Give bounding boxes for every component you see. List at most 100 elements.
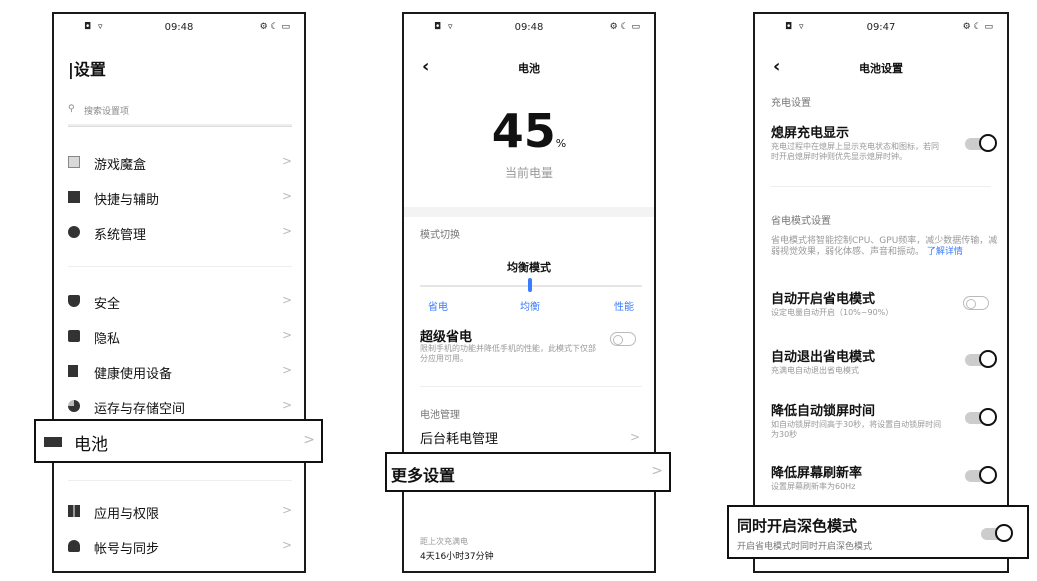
super-save-toggle[interactable] [610,332,636,346]
search-icon: ⚲ [68,104,75,114]
battery-mgmt-section-label: 电池管理 [420,410,460,421]
chevron-right-icon: > [281,293,292,307]
super-save-desc: 限制手机的功能并降低手机的性能，此模式下仅部分应用可用。 [420,344,596,363]
chevron-right-icon: > [281,398,292,412]
game-box-icon [68,156,80,168]
shield-icon [68,295,80,307]
status-left-icons: ◘ ▿ [785,22,806,32]
status-left-icons: ◘ ▿ [84,22,105,32]
settings-item-system[interactable]: 系统管理 > [68,222,292,244]
refresh-rate-toggle[interactable] [965,466,997,484]
auto-on-desc: 设定电量自动开启（10%~90%） [771,308,894,317]
page-title: 电池 [518,62,540,75]
toggle-knob [979,408,997,426]
save-mode-desc-text: 省电模式将智能控制CPU、GPU频率，减少数据传输，减弱视觉效果，弱化体感、声音… [771,236,998,257]
save-mode-section-label: 省电模式设置 [771,216,831,227]
toggle-knob [995,524,1013,542]
lock-time-desc: 如自动锁屏时间高于30秒，将设置自动锁屏时间为30秒 [771,420,942,439]
mode-option-balanced[interactable]: 均衡 [520,302,540,313]
auto-on-toggle[interactable] [963,296,989,310]
phone-icon [68,365,78,377]
divider [420,386,642,387]
user-icon [68,540,80,552]
background-power-item[interactable]: 后台耗电管理 [420,432,499,447]
since-full-label: 距上次充满电 [420,537,468,546]
page-title: 电池设置 [859,62,903,75]
settings-item-security[interactable]: 安全 > [68,291,292,313]
settings-item-apps[interactable]: 应用与权限 > [68,501,292,523]
save-mode-desc: 省电模式将智能控制CPU、GPU频率，减少数据传输，减弱视觉效果，弱化体感、声音… [771,236,999,258]
status-time: 09:48 [514,22,544,33]
cut-off-item [68,126,292,132]
status-bar: ◘ ▿ 09:48 ⚙ ☾ ▭ [54,14,304,40]
chevron-right-icon: > [281,538,292,552]
settings-item-privacy[interactable]: 隐私 > [68,326,292,348]
settings-item-label: 运存与存储空间 [94,402,186,417]
settings-item-storage[interactable]: 运存与存储空间 > [68,396,292,418]
lock-icon [68,330,80,342]
status-bar: ◘ ▿ 09:48 ⚙ ☾ ▭ [404,14,654,40]
settings-item-battery-highlighted[interactable]: 电池 > [34,419,323,463]
divider [68,266,292,267]
mode-slider-thumb[interactable] [528,278,532,292]
settings-item-label: 游戏魔盒 [94,158,147,173]
section-divider [404,207,654,217]
toggle-knob [979,350,997,368]
status-right-icons: ⚙ ☾ ▭ [609,22,640,32]
back-arrow-icon[interactable]: ‹ [422,56,430,77]
settings-item-health[interactable]: 健康使用设备 > [68,361,292,383]
settings-item-label: 电池 [74,435,108,455]
settings-item-label: 隐私 [94,332,121,347]
lock-time-toggle[interactable] [965,408,997,426]
chevron-right-icon: > [281,224,292,238]
status-left-icons: ◘ ▿ [434,22,455,32]
settings-item-label: 安全 [94,297,121,312]
auto-off-toggle[interactable] [965,350,997,368]
refresh-rate-title: 降低屏幕刷新率 [771,466,863,481]
settings-item-label: 系统管理 [94,228,147,243]
screen-off-charge-title: 熄屏充电显示 [771,126,850,141]
settings-item-game-box[interactable]: 游戏魔盒 > [68,152,292,174]
status-right-icons: ⚙ ☾ ▭ [259,22,290,32]
mode-option-power-save[interactable]: 省电 [428,302,448,313]
percent-label: 当前电量 [504,166,553,180]
learn-more-link[interactable]: 了解详情 [926,247,963,257]
dark-mode-desc: 开启省电模式时同时开启深色模式 [737,542,873,552]
settings-screen: ◘ ▿ 09:48 ⚙ ☾ ▭ |设置 ⚲ 搜索设置项 游戏魔盒 > 快捷与辅助… [52,12,306,573]
toggle-knob [979,466,997,484]
battery-settings-screen: ◘ ▿ 09:47 ⚙ ☾ ▭ ‹ 电池设置 充电设置 熄屏充电显示 充电过程中… [753,12,1009,573]
dark-mode-option-highlighted[interactable]: 同时开启深色模式 开启省电模式时同时开启深色模式 [727,505,1029,559]
settings-item-label: 快捷与辅助 [94,193,160,208]
gear-icon [68,226,80,238]
shortcut-icon [68,191,80,203]
dark-mode-toggle[interactable] [981,524,1013,542]
status-time: 09:47 [866,22,896,33]
mode-option-performance[interactable]: 性能 [614,302,634,313]
settings-item-shortcuts[interactable]: 快捷与辅助 > [68,187,292,209]
charge-section-label: 充电设置 [771,98,811,109]
toggle-knob [979,134,997,152]
pie-icon [68,400,80,412]
chevron-right-icon: > [303,432,315,448]
screen-off-charge-desc: 充电过程中在熄屏上显示充电状态和图标，若同时开启熄屏时钟则优先显示熄屏时钟。 [771,142,939,161]
lock-time-title: 降低自动锁屏时间 [771,404,876,419]
percent-unit: % [555,137,567,150]
chevron-right-icon: > [281,328,292,342]
battery-percent: 45% [404,104,654,158]
status-bar: ◘ ▿ 09:47 ⚙ ☾ ▭ [755,14,1007,40]
mode-section-label: 模式切换 [420,230,460,241]
search-placeholder: 搜索设置项 [84,107,130,117]
settings-item-account[interactable]: 帐号与同步 > [68,536,292,558]
super-save-title: 超级省电 [420,330,473,345]
search-input[interactable]: ⚲ 搜索设置项 [68,102,292,126]
back-arrow-icon[interactable]: ‹ [773,56,781,77]
auto-on-title: 自动开启省电模式 [771,292,876,307]
settings-item-label: 健康使用设备 [94,367,173,382]
status-right-icons: ⚙ ☾ ▭ [962,22,993,32]
refresh-rate-desc: 设置屏幕刷新率为60Hz [771,482,856,491]
more-settings-highlighted[interactable]: 更多设置 > [385,452,671,492]
chevron-right-icon: > [651,463,663,479]
screen-off-charge-toggle[interactable] [965,134,997,152]
more-settings-label: 更多设置 [391,466,456,485]
since-full-value: 4天16小时37分钟 [420,552,494,562]
